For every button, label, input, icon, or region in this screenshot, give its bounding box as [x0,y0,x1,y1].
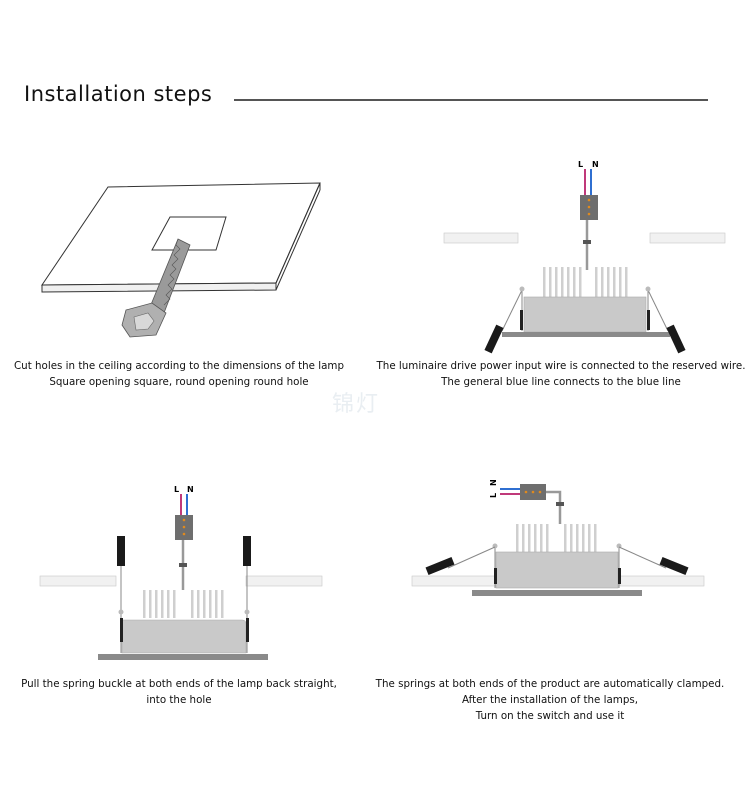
neutral-label: N [187,485,194,494]
step-3-caption: Pull the spring buckle at both ends of t… [4,676,354,708]
spring-clip-right [659,557,689,575]
step-4-illustration: L N [411,479,705,596]
step-1-illustration [41,182,321,338]
spring-clip-right [666,324,686,354]
caption-line: The luminaire drive power input wire is … [376,360,746,372]
lamp-trim [502,332,670,337]
live-label: L [174,485,179,494]
power-cable [546,490,562,524]
caption-line: The general blue line connects to the bl… [441,376,681,388]
step-4-caption: The springs at both ends of the product … [372,676,728,724]
watermark-text: 锦灯 [332,392,381,417]
step-2-illustration: L N [443,160,726,354]
heat-sink-fins [543,267,628,297]
caption-line: After the installation of the lamps, [461,694,639,706]
lamp-body [121,619,247,654]
step-2-caption: The luminaire drive power input wire is … [368,358,750,390]
ceiling-cut-hole [151,216,227,251]
spring-clip-left [484,324,504,354]
spring-clip-right [243,536,251,566]
ceiling-left [443,232,519,244]
lamp-body [495,551,619,589]
lamp-trim [472,590,642,596]
live-label: L [578,160,583,169]
caption-line: Pull the spring buckle at both ends of t… [21,678,337,690]
caption-line: Turn on the switch and use it [475,710,625,722]
page-title: Installation steps [24,82,213,106]
caption-line: Square opening square, round opening rou… [49,376,309,388]
caption-line: The springs at both ends of the product … [375,678,725,690]
ceiling-right [245,575,323,587]
step-3-illustration: L N [39,485,323,660]
heat-sink-fins [143,590,224,618]
step-1-caption: Cut holes in the ceiling according to th… [4,358,354,390]
heat-sink-fins [516,524,597,552]
live-label: L [489,493,498,498]
ceiling-left [39,575,117,587]
ceiling-right [619,575,705,587]
neutral-label: N [489,479,498,486]
neutral-label: N [592,160,599,169]
ceiling-left [411,575,497,587]
lamp-body [523,296,647,333]
ceiling-right [649,232,726,244]
lamp-trim [98,654,268,660]
spring-clip-left [117,536,125,566]
title-divider [234,99,708,101]
caption-line: Cut holes in the ceiling according to th… [13,360,344,372]
caption-line: into the hole [146,694,212,706]
spring-clip-left [425,557,455,575]
